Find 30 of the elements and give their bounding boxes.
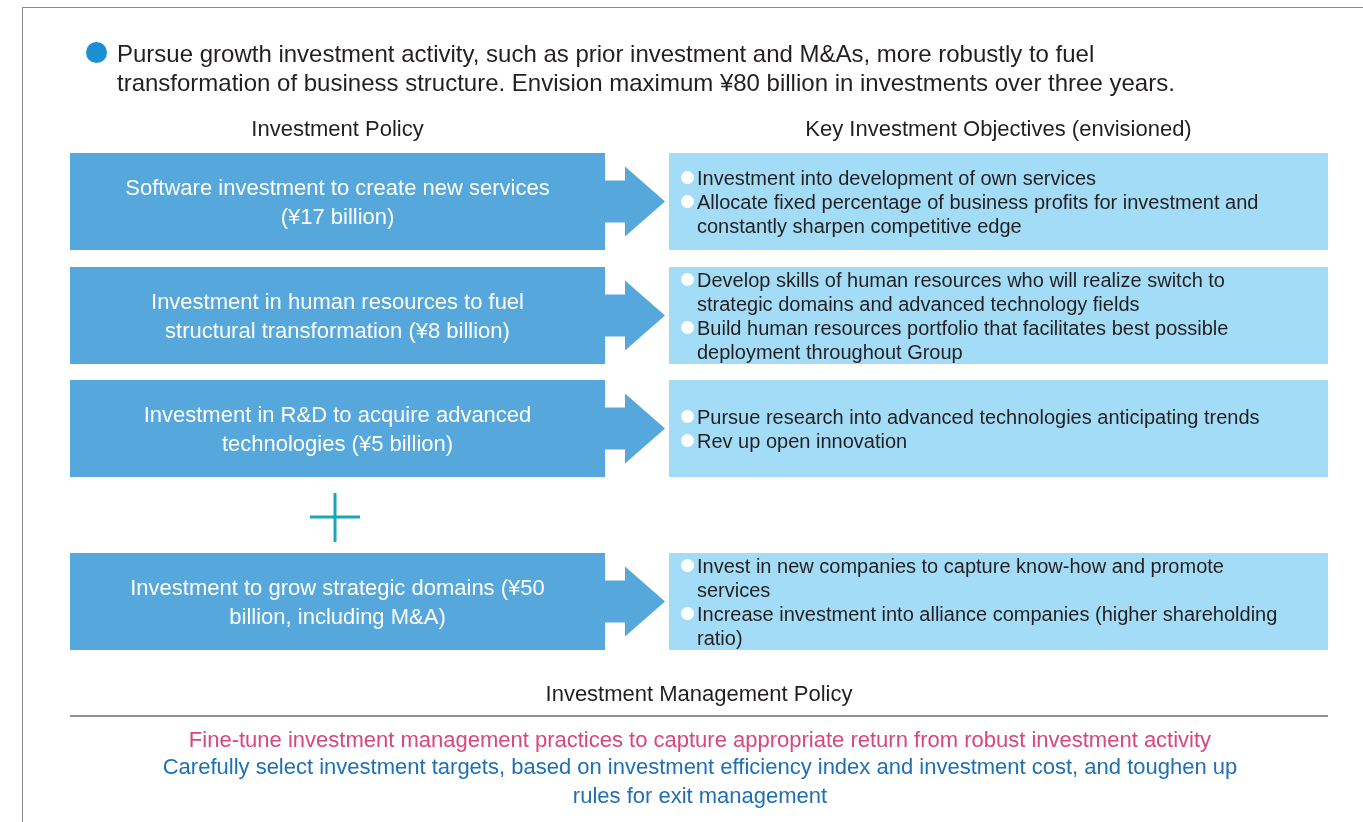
objectives-box xyxy=(669,267,1328,364)
policy-text: Software investment to create new services (¥17 billion) xyxy=(124,173,551,231)
section-heading: Investment Policy xyxy=(250,115,425,143)
objective-text: Invest in new companies to capture know-how and promote services xyxy=(697,553,1225,602)
policy-box xyxy=(70,153,605,250)
block-arrow xyxy=(605,166,665,237)
objective-text: Rev up open innovation xyxy=(697,428,908,453)
objective-text: Pursue research into advanced technologies anticipating trends xyxy=(697,404,1260,429)
objectives-box xyxy=(669,153,1328,250)
objective-text: Build human resources portfolio that facilitates best possible deployment throughout Group xyxy=(697,315,1230,364)
policy-box xyxy=(70,553,605,650)
policy-text: Fine-tune investment management practices to capture appropriate return from robust investment activity xyxy=(187,726,1213,754)
objective-text: Develop skills of human resources who will realize switch to strategic domains and advanced technology fields xyxy=(697,267,1226,316)
objectives-box xyxy=(669,380,1328,477)
objective-text: Increase investment into alliance companies (higher shareholding ratio) xyxy=(697,601,1279,650)
policy-box xyxy=(70,267,605,364)
section-heading: Investment Management Policy xyxy=(544,680,854,708)
section-heading: Key Investment Objectives (envisioned) xyxy=(804,115,1193,143)
intro-text: Pursue growth investment activity, such as prior investment and M&As, more robustly to fuel transformation of business structure. Envision maximum ¥80 billion in investments over three years. xyxy=(117,39,1176,97)
objectives-box xyxy=(669,553,1328,650)
block-arrow xyxy=(605,566,665,637)
block-arrow xyxy=(605,393,665,464)
policy-text: Investment to grow strategic domains (¥50 billion, including M&A) xyxy=(129,573,546,631)
policy-text: Investment in R&D to acquire advanced technologies (¥5 billion) xyxy=(142,400,533,458)
policy-text: Carefully select investment targets, based on investment efficiency index and investment cost, and toughen up rules for exit management xyxy=(161,753,1239,810)
policy-box xyxy=(70,380,605,477)
objective-text: Allocate fixed percentage of business profits for investment and constantly sharpen competitive edge xyxy=(697,189,1260,238)
policy-text: Investment in human resources to fuel structural transformation (¥8 billion) xyxy=(150,287,525,345)
objective-text: Investment into development of own services xyxy=(697,165,1097,190)
block-arrow xyxy=(605,280,665,351)
